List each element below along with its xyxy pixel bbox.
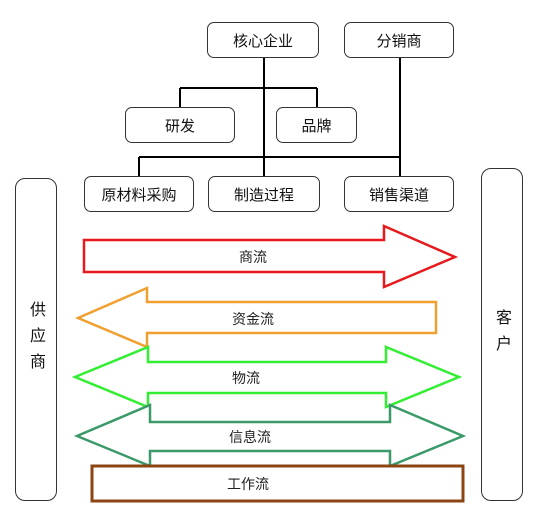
supplier-box: 供应商 bbox=[15, 178, 57, 501]
rnd-label: 研发 bbox=[164, 116, 195, 135]
logistics-flow-arrow bbox=[71, 345, 463, 409]
brand-box: 品牌 bbox=[276, 107, 357, 143]
core-enterprise-box: 核心企业 bbox=[207, 22, 319, 58]
customer-box: 客户 bbox=[481, 168, 523, 501]
rnd-box: 研发 bbox=[125, 107, 235, 143]
logistics-flow-label: 物流 bbox=[232, 371, 260, 387]
capital-flow-arrow bbox=[74, 286, 438, 349]
sales-channel-box: 销售渠道 bbox=[344, 176, 454, 212]
work-flow-box bbox=[90, 464, 465, 503]
procurement-box: 原材料采购 bbox=[84, 176, 194, 212]
distributor-label: 分销商 bbox=[376, 31, 422, 50]
capital-flow-label: 资金流 bbox=[232, 312, 274, 328]
core-enterprise-label: 核心企业 bbox=[232, 31, 293, 50]
brand-label: 品牌 bbox=[301, 116, 332, 135]
commerce-flow-arrow bbox=[82, 224, 459, 289]
customer-label: 客户 bbox=[493, 308, 512, 361]
information-flow-arrow bbox=[73, 403, 467, 468]
procurement-label: 原材料采购 bbox=[101, 185, 177, 204]
manufacturing-label: 制造过程 bbox=[233, 185, 294, 204]
commerce-flow-label: 商流 bbox=[239, 250, 267, 266]
supplier-label: 供应商 bbox=[27, 300, 46, 379]
distributor-box: 分销商 bbox=[344, 22, 454, 58]
work-flow-label: 工作流 bbox=[227, 477, 269, 493]
sales-channel-label: 销售渠道 bbox=[368, 185, 429, 204]
manufacturing-box: 制造过程 bbox=[208, 176, 320, 212]
information-flow-label: 信息流 bbox=[229, 429, 271, 446]
